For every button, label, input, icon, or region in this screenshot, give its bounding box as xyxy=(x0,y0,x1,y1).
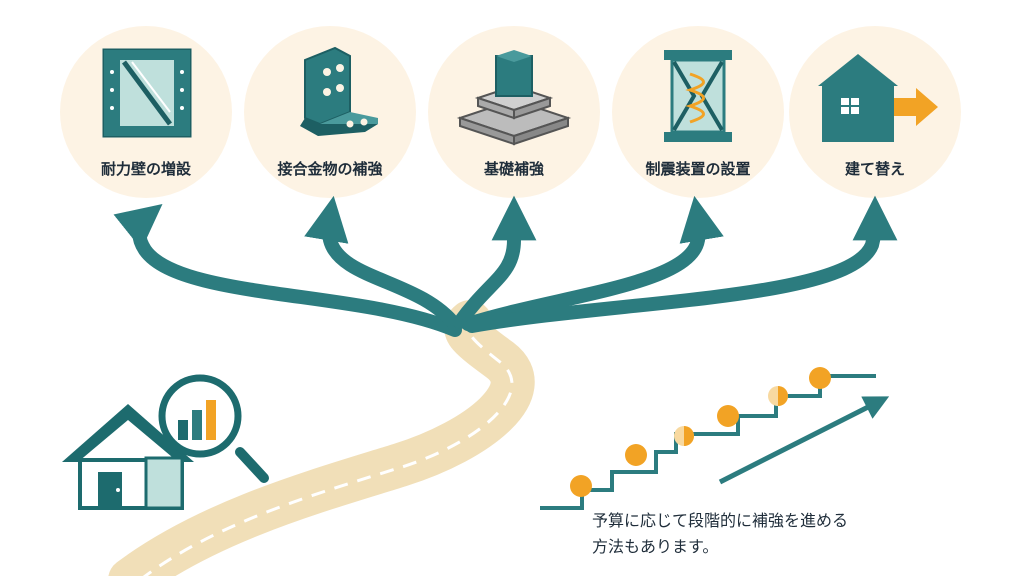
growth-arrow xyxy=(718,396,890,485)
metal-bracket-icon xyxy=(300,46,378,136)
branch-arrow-4 xyxy=(461,195,724,331)
branch-arrows xyxy=(113,195,898,337)
branch-arrow-1 xyxy=(113,203,462,337)
option-label-4: 制震装置の設置 xyxy=(645,160,751,178)
option-label-1: 耐力壁の増設 xyxy=(100,160,191,178)
caption-line-2: 方法もあります。 xyxy=(592,537,719,556)
caption-line-1: 予算に応じて段階的に補強を進める xyxy=(592,511,849,530)
branch-arrow-2 xyxy=(304,195,462,332)
branch-arrow-5 xyxy=(465,195,898,333)
foundation-icon xyxy=(456,50,572,146)
option-label-3: 基礎補強 xyxy=(483,160,544,178)
rebuild-house-icon xyxy=(818,54,938,142)
staircase-icon xyxy=(540,367,876,510)
branch-arrow-3 xyxy=(453,195,537,329)
shear-wall-icon xyxy=(102,48,192,138)
option-label-5: 建て替え xyxy=(844,160,905,178)
house-inspection-icon xyxy=(62,374,269,510)
damper-icon xyxy=(664,50,732,142)
winding-road xyxy=(108,300,535,576)
caption-text: 予算に応じて段階的に補強を進める 方法もあります。 xyxy=(592,508,992,560)
option-label-2: 接合金物の補強 xyxy=(277,160,383,178)
